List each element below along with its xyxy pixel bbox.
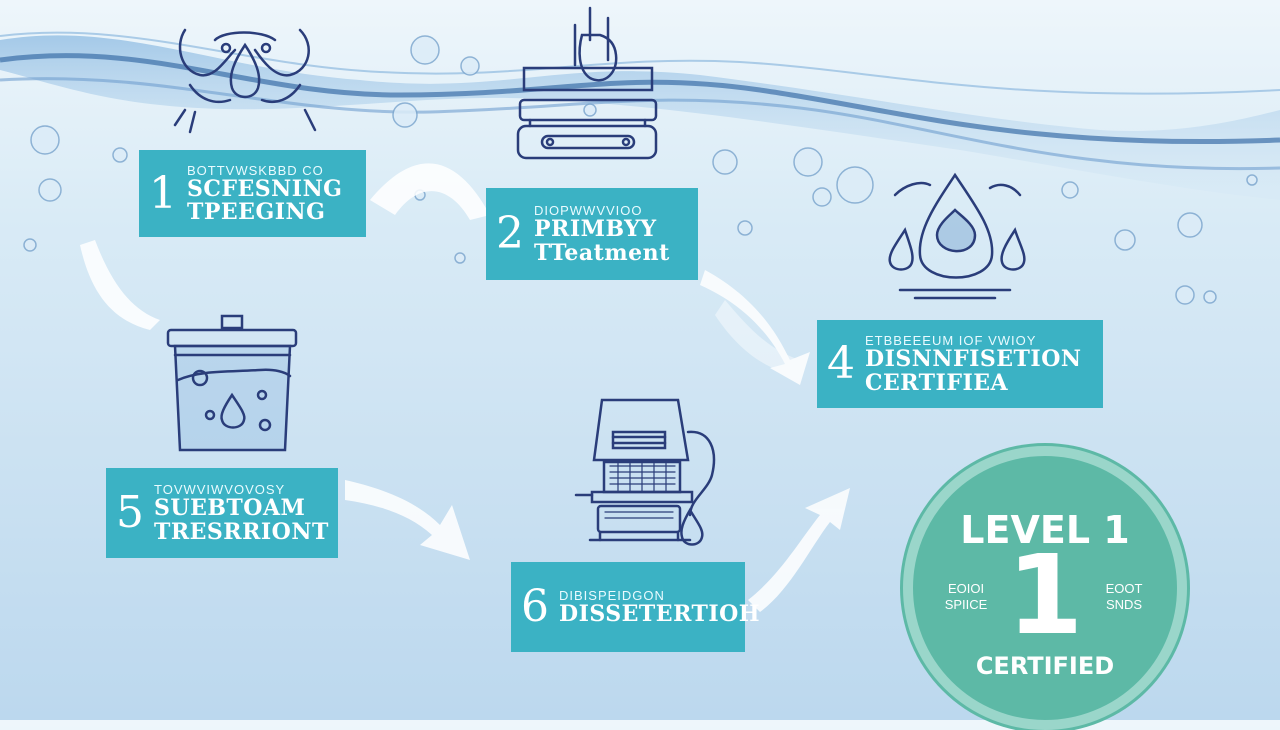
screening-icon — [173, 28, 317, 134]
badge-left-text: EOIOI SPIICE — [931, 581, 1001, 612]
step-4-title-line-1: DISNNFISETION — [865, 346, 1082, 373]
step-1-subtitle: BOTTVWSKBBD CO — [187, 162, 324, 178]
arrow-1-to-2 — [370, 163, 490, 220]
water-drop-icon — [888, 172, 1026, 300]
step-1-number: 1 — [149, 167, 177, 219]
arrow-arc-mid — [715, 300, 800, 375]
step-5-subtitle: TOVWVIWVOVOSY — [154, 482, 286, 498]
step-2-title-line-1: PRIMBYY — [534, 216, 657, 243]
step-2-number: 2 — [496, 208, 524, 259]
step-1-title-line-1: SCFESNING — [187, 175, 343, 202]
step-4-number: 4 — [827, 338, 855, 389]
badge-left-line-2: SPIICE — [944, 596, 988, 612]
badge-digit: 1 — [1006, 531, 1084, 659]
bubbles — [23, 35, 1258, 305]
step-2-subtitle: DIOPWWVVIOO — [534, 203, 643, 219]
step-4-subtitle: ETBBEEEUM IOF VWIOY — [865, 333, 1037, 349]
primary-treatment-icon — [516, 6, 658, 160]
step-2-box: 2 DIOPWWVVIOO PRIMBYY TTeatment — [486, 188, 698, 280]
level-1-certified-badge: LEVEL 1 1 EOIOI SPIICE EOOT SNDS CERTIFI… — [903, 446, 1187, 730]
flow-arrows — [80, 163, 850, 612]
wave-line-3 — [0, 31, 1280, 95]
arrow-down-left — [80, 240, 160, 330]
step-4-title-line-2: CERTIFIEA — [865, 369, 1009, 396]
step-1-title-line-2: TPEEGING — [187, 199, 326, 225]
step-6-title-line-1: DISSETERTIOH — [559, 600, 761, 627]
step-6-box: 6 DIBISPEIDGON DISSETERTIOH — [511, 562, 760, 652]
badge-level-text: LEVEL 1 — [960, 508, 1130, 552]
badge-left-line-1: EOIOI — [947, 581, 985, 596]
tank-icon — [166, 314, 298, 452]
badge-right-text: EOOT SNDS — [1089, 581, 1159, 612]
badge-right-line-2: SNDS — [1105, 596, 1143, 612]
step-5-box: 5 TOVWVIWVOVOSY SUEBTOAM TRESRRIONT — [106, 468, 338, 558]
step-2-title-line-2: TTeatment — [534, 239, 670, 266]
step-1-box: 1 BOTTVWSKBBD CO SCFESNING TPEEGING — [139, 150, 366, 237]
step-5-title-line-2: TRESRRIONT — [154, 518, 329, 545]
arrow-2-to-4 — [700, 270, 810, 385]
water-surface — [0, 35, 1280, 201]
arrow-6-to-badge — [748, 488, 850, 612]
step-5-title-line-1: SUEBTOAM — [154, 495, 306, 522]
step-5-number: 5 — [116, 487, 144, 538]
step-4-box: 4 ETBBEEEUM IOF VWIOY DISNNFISETION CERT… — [817, 320, 1103, 408]
badge-right-line-1: EOOT — [1105, 581, 1143, 596]
step-6-subtitle: DIBISPEIDGON — [559, 587, 665, 603]
filter-machine-icon — [574, 398, 716, 546]
wave-line-1 — [0, 53, 1280, 145]
arrow-5-to-6 — [345, 480, 470, 560]
step-6-number: 6 — [521, 581, 549, 632]
badge-certified-text: CERTIFIED — [975, 652, 1115, 680]
